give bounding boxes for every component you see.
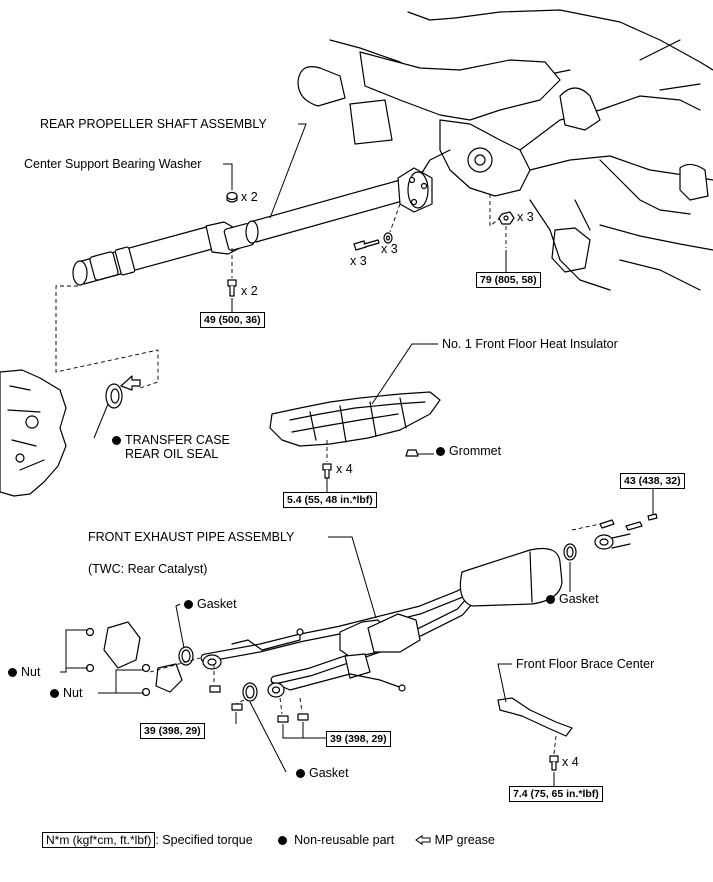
gasket-front-right: [242, 682, 258, 702]
insulator-bolt: [322, 463, 332, 479]
qty-insulator-bolt: x 4: [336, 462, 353, 476]
transfer-oil-seal: [105, 383, 123, 409]
leader-gasket-top: [175, 603, 185, 649]
qty-brace-bolt: x 4: [562, 755, 579, 769]
torque-diff: 79 (805, 58): [476, 272, 541, 288]
front-flange-right: [267, 682, 285, 698]
nonreusable-dot-icon: [184, 600, 193, 609]
leader-seal: [93, 403, 109, 439]
front-flange-left: [202, 654, 222, 670]
torque-brace: 7.4 (75, 65 in.*lbf): [509, 786, 603, 802]
label-floor-brace: Front Floor Brace Center: [516, 657, 655, 671]
legend-torque-text: : Specified torque: [155, 833, 253, 847]
leader-washer: [223, 163, 233, 190]
nonreusable-dot-icon: [436, 447, 445, 456]
leader-gasket-bottom: [249, 701, 287, 773]
qty-diff-nut: x 3: [517, 210, 534, 224]
label-nut-upper: Nut: [8, 665, 40, 679]
nonreusable-dot-icon: [8, 668, 17, 677]
center-washer: [226, 191, 238, 203]
qty-flange-bolt: x 3: [350, 254, 367, 268]
leader-front-exhaust: [328, 536, 377, 619]
leader-brace: [497, 663, 512, 703]
flange-bolt: [353, 239, 380, 251]
leader-nut-upper: [60, 629, 88, 673]
flange-washer: [383, 232, 393, 244]
exhaust-bolts: [209, 685, 309, 723]
dash-manifold: [149, 657, 201, 673]
dash-brace: [553, 735, 557, 755]
nonreusable-dot-icon: [50, 689, 59, 698]
label-twc: (TWC: Rear Catalyst): [88, 562, 208, 576]
label-gasket-top: Gasket: [184, 597, 237, 611]
torque-front-right: 39 (398, 29): [326, 731, 391, 747]
label-gasket-tail: Gasket: [546, 592, 599, 606]
rear-suspension-member: [297, 9, 713, 291]
floor-brace: [497, 697, 573, 737]
leader-nut-lower: [98, 669, 144, 694]
manifold-nuts: [85, 627, 151, 697]
qty-washer: x 2: [241, 190, 258, 204]
torque-center: 49 (500, 36): [200, 312, 265, 328]
nonreusable-dot-icon: [112, 436, 121, 445]
label-heat-insulator: No. 1 Front Floor Heat Insulator: [442, 337, 618, 351]
label-center-washer: Center Support Bearing Washer: [24, 157, 202, 171]
grease-arrow-icon: [120, 375, 141, 391]
front-exhaust-pipe: [200, 547, 563, 692]
dash-tail: [571, 523, 601, 531]
legend-torque-box: N*m (kgf*cm, ft.*lbf): [42, 832, 156, 848]
legend-nonreusable-text: Non-reusable part: [294, 833, 395, 847]
transfer-case: [0, 369, 67, 497]
nonreusable-dot-icon: [546, 595, 555, 604]
dash-diff: [489, 194, 501, 227]
grommet: [405, 449, 419, 457]
label-gasket-bottom: Gasket: [296, 766, 349, 780]
torque-front-left: 39 (398, 29): [140, 723, 205, 739]
rear-propeller-shaft: [72, 167, 433, 286]
legend-grease-arrow-icon: [415, 834, 431, 846]
nonreusable-dot-icon: [296, 769, 305, 778]
gasket-front-left: [178, 646, 194, 666]
label-rear-prop-shaft: REAR PROPELLER SHAFT ASSEMBLY: [40, 117, 267, 131]
label-grommet: Grommet: [436, 444, 501, 458]
leader-prop-shaft: [269, 123, 307, 219]
tail-flange: [594, 533, 631, 550]
tail-bolts: [599, 513, 658, 531]
label-transfer-seal: TRANSFER CASE REAR OIL SEAL: [112, 433, 230, 461]
torque-insulator: 5.4 (55, 48 in.*lbf): [283, 492, 377, 508]
diff-nut: [498, 211, 515, 225]
legend-nonreusable-icon: [277, 836, 287, 845]
manifold-left: [103, 621, 183, 693]
dash-front-bolts: [213, 664, 303, 715]
qty-flange-washer: x 3: [381, 242, 398, 256]
legend: N*m (kgf*cm, ft.*lbf): Specified torque …: [42, 832, 495, 848]
dash-shaft-to-transfer: [55, 285, 159, 389]
leader-insulator: [371, 343, 438, 405]
heat-insulator: [269, 391, 441, 447]
legend-grease-text: MP grease: [434, 833, 495, 847]
brace-bolt: [549, 755, 559, 771]
center-bolt: [227, 279, 237, 297]
label-nut-lower: Nut: [50, 686, 82, 700]
qty-center-bolt: x 2: [241, 284, 258, 298]
label-front-exhaust: FRONT EXHAUST PIPE ASSEMBLY: [88, 530, 295, 544]
gasket-tail: [563, 543, 577, 561]
dash-flange: [389, 203, 401, 233]
torque-tail: 43 (438, 32): [620, 473, 685, 489]
